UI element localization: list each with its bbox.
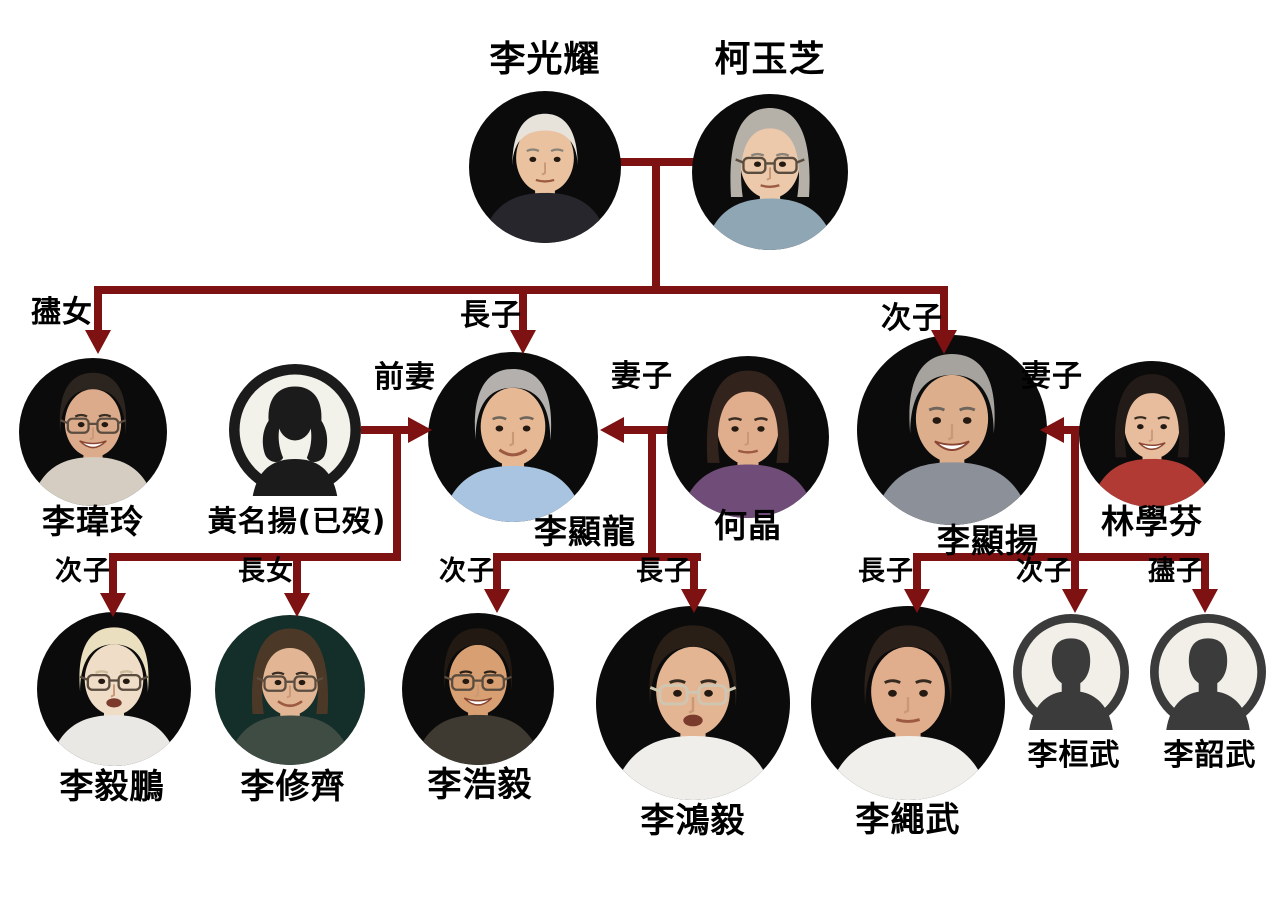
connector-branch-second-son xyxy=(940,290,948,332)
arrow-down-icon-yipeng xyxy=(100,593,126,617)
name-lee-kuan-yew: 李光耀 xyxy=(489,39,601,80)
male-silhouette-icon-li-huanwu xyxy=(1013,614,1129,730)
portrait-lee-hsien-loong xyxy=(428,352,598,522)
connector-child-huanwu xyxy=(1071,553,1079,591)
arrow-right-icon-exwife xyxy=(408,417,432,443)
arrow-down-icon-shengwu xyxy=(904,589,930,613)
connector-children-right xyxy=(913,553,1209,561)
portrait-li-hongyi xyxy=(596,606,790,800)
arrow-down-icon-haoyi xyxy=(484,589,510,613)
portrait-lee-hsien-yang xyxy=(857,335,1047,525)
branch-label-second-son: 次子 xyxy=(881,301,943,336)
connector-child-shaowu xyxy=(1201,553,1209,591)
name-li-xiuqi: 李修齊 xyxy=(240,767,346,807)
name-lim-suet-fern: 林學芬 xyxy=(1101,502,1203,541)
arrow-left-icon-hoching xyxy=(600,417,624,443)
name-lee-hsien-yang: 李顯揚 xyxy=(937,521,1039,560)
spouse-label-wife-hoching: 妻子 xyxy=(611,359,673,394)
portrait-lee-wei-ling xyxy=(19,358,167,506)
spouse-label-wife-suetfern: 妻子 xyxy=(1021,359,1083,394)
connector-child-hongyi xyxy=(690,553,698,591)
connector-parents-drop xyxy=(652,162,660,290)
portrait-li-xiuqi xyxy=(215,615,365,765)
name-kwa-geok-choo: 柯玉芝 xyxy=(714,39,826,80)
name-li-hongyi: 李鴻毅 xyxy=(640,801,746,841)
name-ho-ching: 何晶 xyxy=(714,506,782,545)
branch-label-youngest-daughter: 孻女 xyxy=(31,295,93,330)
connector-child-shengwu xyxy=(913,553,921,591)
portrait-ho-ching xyxy=(667,356,829,518)
child-label-shengwu: 長子 xyxy=(858,556,914,587)
arrow-down-icon-second-son xyxy=(931,330,957,354)
arrow-down-icon-shaowu xyxy=(1192,589,1218,613)
connector-child-yipeng xyxy=(109,553,117,595)
portrait-lim-suet-fern xyxy=(1079,361,1225,507)
connector-exwife-marriage xyxy=(361,426,411,434)
arrow-down-icon-huanwu xyxy=(1062,589,1088,613)
name-li-yipeng: 李毅鵬 xyxy=(59,767,165,807)
male-silhouette-icon-li-shaowu xyxy=(1150,614,1266,730)
portrait-lee-kuan-yew xyxy=(469,91,621,243)
child-label-shaowu: 孻子 xyxy=(1148,556,1204,587)
name-li-shaowu: 李韶武 xyxy=(1163,738,1257,773)
arrow-down-icon-xiuqi xyxy=(284,593,310,617)
portrait-li-shengwu xyxy=(811,606,1005,800)
connector-children-left xyxy=(109,553,401,561)
connector-child-xiuqi xyxy=(293,553,301,595)
connector-hoching-children-drop xyxy=(648,426,656,561)
connector-hoching-marriage xyxy=(620,426,672,434)
connector-children-mid xyxy=(493,553,701,561)
arrow-down-icon-hongyi xyxy=(681,589,707,613)
name-li-haoyi: 李浩毅 xyxy=(427,765,533,805)
arrow-down-icon-eldest-son xyxy=(510,330,536,354)
portrait-kwa-geok-choo xyxy=(692,94,848,250)
name-lee-wei-ling: 李瑋玲 xyxy=(42,502,144,541)
branch-label-eldest-son: 長子 xyxy=(460,298,522,333)
child-label-hongyi: 長子 xyxy=(636,556,692,587)
connector-branch-eldest-son xyxy=(519,290,527,332)
arrow-down-icon-daughter xyxy=(85,330,111,354)
connector-child-haoyi xyxy=(493,553,501,591)
name-li-huanwu: 李桓武 xyxy=(1027,738,1121,773)
child-label-xiuqi: 長女 xyxy=(238,556,294,587)
connector-suetfern-children-drop xyxy=(1071,426,1079,561)
female-silhouette-icon-wong-ming-yang xyxy=(229,364,361,496)
name-wong-ming-yang: 黃名揚(已歿) xyxy=(207,504,387,538)
portrait-li-yipeng xyxy=(37,612,191,766)
name-lee-hsien-loong: 李顯龍 xyxy=(534,512,636,551)
child-label-haoyi: 次子 xyxy=(439,556,495,587)
child-label-yipeng: 次子 xyxy=(55,556,111,587)
spouse-label-exwife: 前妻 xyxy=(374,360,436,395)
connector-branch-daughter xyxy=(94,290,102,332)
child-label-huanwu: 次子 xyxy=(1016,556,1072,587)
portrait-li-haoyi xyxy=(402,613,554,765)
arrow-left-icon-suetfern xyxy=(1040,417,1064,443)
name-li-shengwu: 李繩武 xyxy=(855,800,961,840)
connector-exwife-children-drop xyxy=(393,426,401,561)
